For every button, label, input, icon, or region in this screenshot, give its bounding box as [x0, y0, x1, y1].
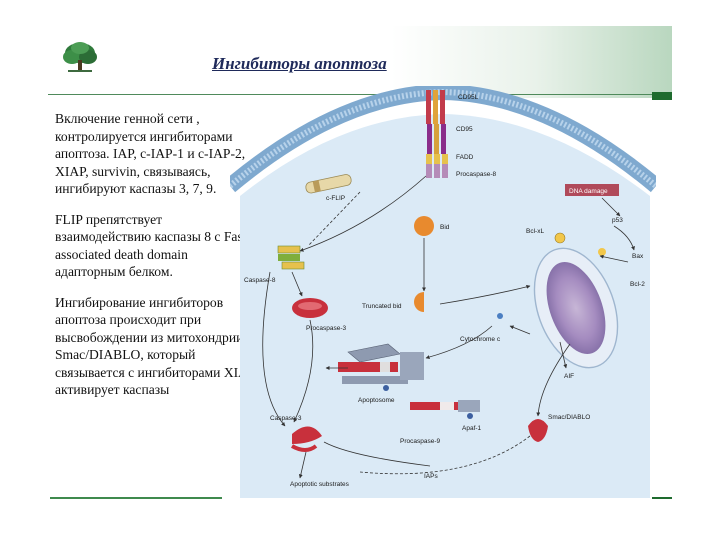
tree-logo-icon: [63, 42, 97, 72]
smac-diablo: [528, 419, 548, 442]
label-cd95: CD95: [456, 126, 473, 133]
body-text: Включение генной сети , контролируется и…: [55, 110, 260, 412]
title-divider: [48, 94, 672, 95]
footer-rule-right: [652, 497, 672, 499]
label-substrates: Apoptotic substrates: [290, 481, 350, 488]
label-dna-damage: DNA damage: [569, 188, 608, 195]
paragraph-iap: Включение генной сети , контролируется и…: [55, 111, 246, 196]
caspase3: [292, 426, 322, 444]
label-smac: Smac/DIABLO: [548, 414, 590, 421]
label-bid: Bid: [440, 224, 450, 231]
label-caspase3: Caspase-3: [270, 415, 302, 422]
label-iaps: IAPs: [424, 473, 438, 480]
apoptosome: [338, 343, 424, 391]
label-apaf1: Apaf-1: [462, 425, 482, 432]
cd95-receptor: [426, 90, 448, 178]
label-truncated-bid: Truncated bid: [362, 303, 402, 310]
paragraph-smac: Ингибирование ингибиторов апоптоза проис…: [55, 294, 258, 398]
apaf1: [410, 400, 480, 419]
footer-rule-left: [50, 497, 222, 499]
paragraph-flip: FLIP препятствует взаимодействию каспазы…: [55, 211, 248, 280]
label-bax: Bax: [632, 253, 644, 260]
label-aif: AIF: [564, 373, 574, 380]
label-apoptosome: Apoptosome: [358, 397, 395, 404]
label-procaspase3: Procaspase-3: [306, 325, 346, 332]
dna-damage-box: [565, 184, 619, 196]
bid-protein: [414, 216, 434, 236]
label-flip: c-FLIP: [326, 195, 345, 202]
label-procaspase9: Procaspase-9: [400, 438, 440, 445]
label-fadd: FADD: [456, 154, 474, 161]
accent-square: [652, 92, 672, 100]
label-cd95l: CD95L: [458, 94, 479, 101]
apoptosis-pathway-diagram: CD95L CD95 FADD Procaspase-8 c-FLIP DNA …: [230, 86, 656, 498]
label-procaspase8: Procaspase-8: [456, 171, 496, 178]
label-cytochrome-c: Cytochrome c: [460, 336, 501, 343]
label-p53: p53: [612, 217, 623, 224]
truncated-bid-protein: [414, 292, 424, 312]
flip-protein: [305, 174, 352, 194]
header-band: [48, 26, 672, 98]
label-bcl2: Bcl-2: [630, 281, 645, 288]
label-caspase8: Caspase-8: [244, 277, 276, 284]
label-bclxl: Bcl-xL: [526, 228, 544, 235]
slide-title: Ингибиторы апоптоза: [212, 54, 387, 73]
